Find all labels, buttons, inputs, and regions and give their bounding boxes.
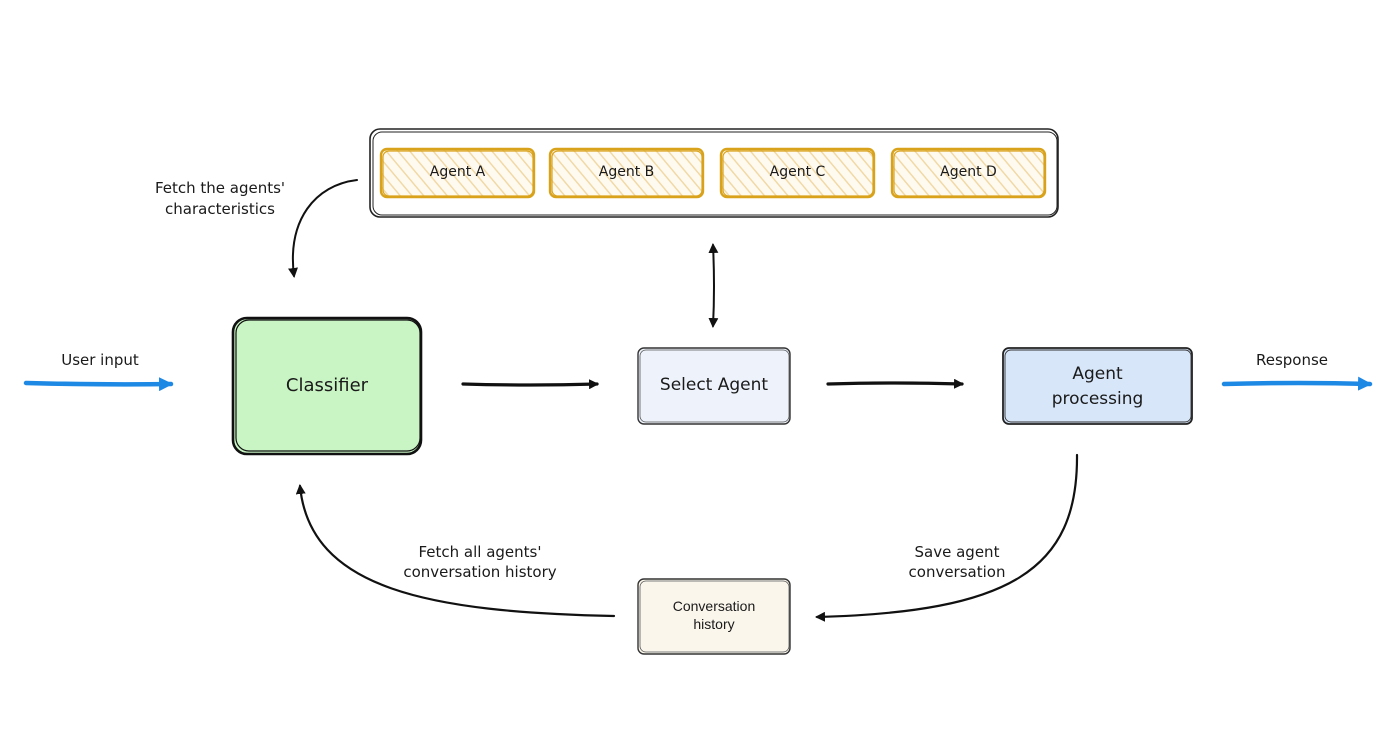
agent-d-box [890, 147, 1047, 199]
agent-a-box [379, 147, 536, 199]
conversation-history-label-line1: Conversation [672, 598, 756, 614]
conversation-history-label-line2: history [693, 616, 735, 632]
classifier-label: Classifier [285, 375, 369, 396]
select-to-processing-arrow [826, 378, 964, 389]
user-input-arrow [23, 377, 174, 392]
agent-c-label: Agent C [769, 164, 826, 180]
save-conversation-label-line2: conversation [908, 563, 1006, 581]
fetch-characteristics-label-line1: Fetch the agents' [154, 179, 286, 197]
select-agent-node [637, 347, 791, 425]
fetch-history-label-line1: Fetch all agents' [418, 543, 542, 561]
agents-container [369, 128, 1059, 218]
conversation-history-node [637, 578, 791, 655]
fetch-history-label-line2: conversation history [403, 563, 557, 581]
agent-processing-node [1002, 347, 1193, 425]
fetch-characteristics-label-line2: characteristics [165, 200, 275, 218]
agents-select-bidirectional-arrow [708, 243, 719, 328]
agent-b-box [548, 147, 705, 199]
agent-b-label: Agent B [598, 164, 655, 180]
user-input-label: User input [61, 351, 139, 369]
response-label: Response [1255, 351, 1329, 369]
classifier-node [231, 316, 423, 456]
fetch-history-arrow [295, 484, 616, 618]
select-agent-label: Select Agent [659, 375, 769, 395]
save-conversation-arrow [815, 453, 1079, 622]
agent-a-label: Agent A [429, 164, 486, 180]
agent-d-label: Agent D [940, 164, 997, 180]
agent-processing-label-line2: processing [1051, 389, 1144, 409]
agent-c-box [719, 147, 876, 199]
classifier-to-select-arrow [461, 379, 599, 390]
save-conversation-label-line1: Save agent [914, 543, 1000, 561]
agent-processing-label-line1: Agent [1072, 364, 1123, 384]
response-arrow [1221, 376, 1373, 391]
fetch-characteristics-arrow [288, 179, 358, 278]
